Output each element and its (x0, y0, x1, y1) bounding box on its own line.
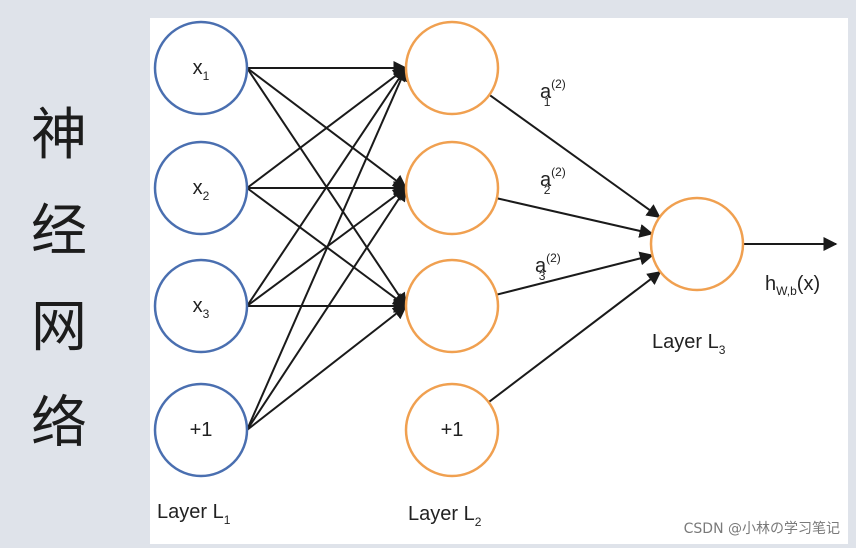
hidden-node-label-4: +1 (441, 419, 464, 441)
edge-l1-4-l2-2 (246, 186, 407, 431)
input-node-4 (153, 382, 249, 478)
input-node-2 (153, 140, 249, 236)
side-title-char-2: 经 (31, 199, 87, 264)
layer-label-3: Layer L3 (652, 331, 726, 357)
edge-l1-3-l2-1 (246, 66, 407, 307)
hidden-node-1 (404, 20, 500, 116)
input-node-label-4: +1 (190, 419, 213, 441)
watermark: CSDN @小林の学习笔记 (683, 521, 840, 537)
hidden-node-3 (404, 258, 500, 354)
side-title-char-4: 络 (31, 391, 87, 456)
activation-label-3: a(2)3 (535, 251, 561, 283)
input-node-label-1: x1 (193, 57, 210, 83)
edge-l1-4-l2-1 (246, 66, 408, 431)
side-title-char-1: 神 (31, 103, 87, 168)
edge-l2-1-output (488, 94, 661, 218)
edge-l2-4-output (488, 270, 662, 403)
hidden-node-2 (404, 140, 500, 236)
diagram-panel (150, 18, 848, 544)
edge-l2-3-output (496, 251, 654, 296)
activation-label-1: a(2)1 (540, 77, 566, 109)
hidden-node-4 (404, 382, 500, 478)
input-node-1 (153, 20, 249, 116)
edge-l1-2-l2-1 (246, 67, 408, 189)
input-node-label-2: x2 (193, 177, 210, 203)
output-node (649, 196, 745, 292)
input-node-label-3: x3 (193, 295, 210, 321)
edge-l1-4-l2-3 (246, 305, 408, 431)
side-title: 神 经 网 络 (18, 88, 100, 472)
input-node-3 (153, 258, 249, 354)
side-title-char-3: 网 (31, 295, 87, 360)
activation-label-2: a(2)2 (540, 165, 566, 197)
layer-label-1: Layer L1 (157, 501, 231, 527)
layer-label-2: Layer L2 (408, 503, 482, 529)
edge-l2-2-output (496, 197, 654, 238)
output-label: hW,b(x) (765, 273, 820, 298)
